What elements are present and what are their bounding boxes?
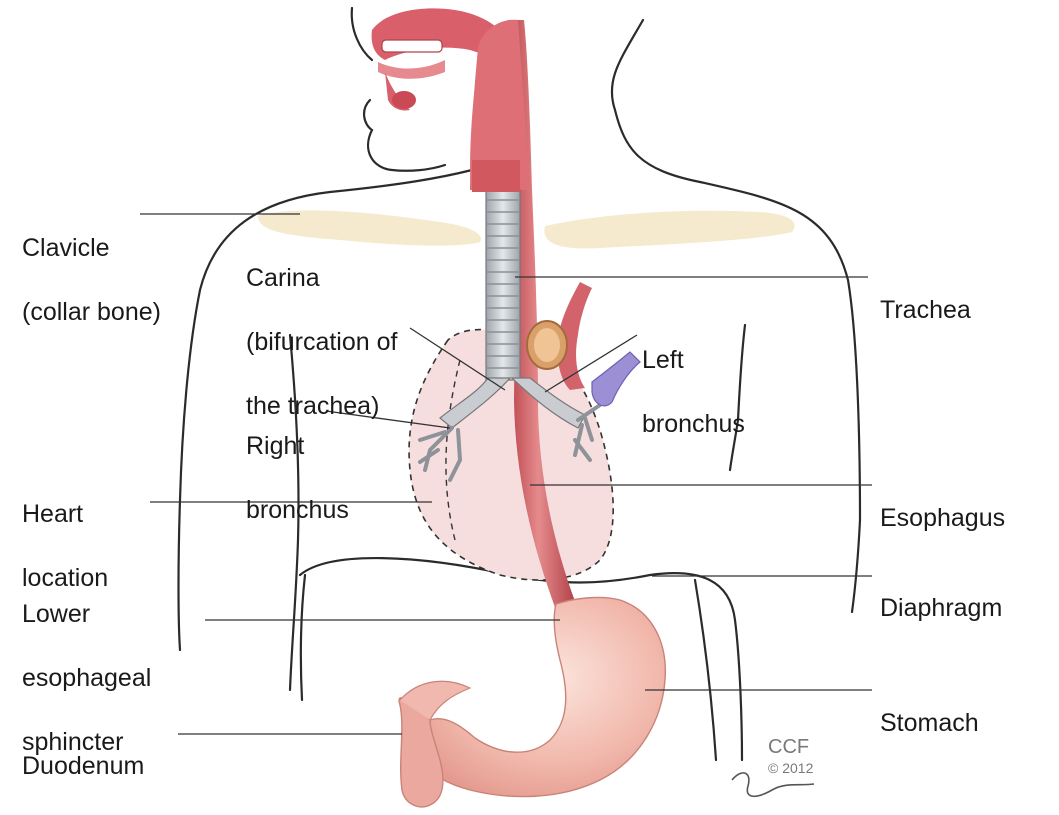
nose-line (352, 8, 372, 60)
credit-org: CCF (768, 736, 809, 759)
duodenum (399, 698, 443, 807)
label-les-line2: esophageal (22, 662, 151, 694)
diaphragm-right-drop (301, 575, 305, 700)
label-diaphragm: Diaphragm (880, 560, 1002, 656)
label-carina-line1: Carina (246, 262, 397, 294)
stomach (418, 597, 666, 796)
diaphragm-left-drop (695, 580, 716, 760)
label-left-bronchus: Left bronchus (642, 312, 745, 472)
credit-copyright: © 2012 (768, 760, 813, 776)
label-carina-line2: (bifurcation of (246, 326, 397, 358)
diaphragm-line (300, 558, 742, 760)
pulmonary-vein (592, 352, 640, 406)
left-clavicle (544, 211, 794, 249)
label-stomach: Stomach (880, 675, 979, 771)
label-heart-line1: Heart (22, 498, 108, 530)
label-esophagus-line1: Esophagus (880, 502, 1005, 534)
label-right-bronchus-line1: Right (246, 430, 349, 462)
label-left-bronchus-line2: bronchus (642, 408, 745, 440)
label-right-bronchus: Right bronchus (246, 398, 349, 558)
artist-signature (732, 773, 814, 796)
label-duodenum-line1: Duodenum (22, 750, 144, 782)
label-diaphragm-line1: Diaphragm (880, 592, 1002, 624)
label-left-bronchus-line1: Left (642, 344, 745, 376)
face-outline (364, 100, 445, 171)
label-esophagus: Esophagus (880, 470, 1005, 566)
label-clavicle-line2: (collar bone) (22, 296, 161, 328)
label-les-line1: Lower (22, 598, 151, 630)
label-stomach-line1: Stomach (880, 707, 979, 739)
label-trachea: Trachea (880, 262, 971, 358)
label-trachea-line1: Trachea (880, 294, 971, 326)
label-clavicle-line1: Clavicle (22, 232, 161, 264)
label-right-bronchus-line2: bronchus (246, 494, 349, 526)
label-clavicle: Clavicle (collar bone) (22, 200, 161, 360)
label-duodenum: Duodenum (22, 718, 144, 814)
